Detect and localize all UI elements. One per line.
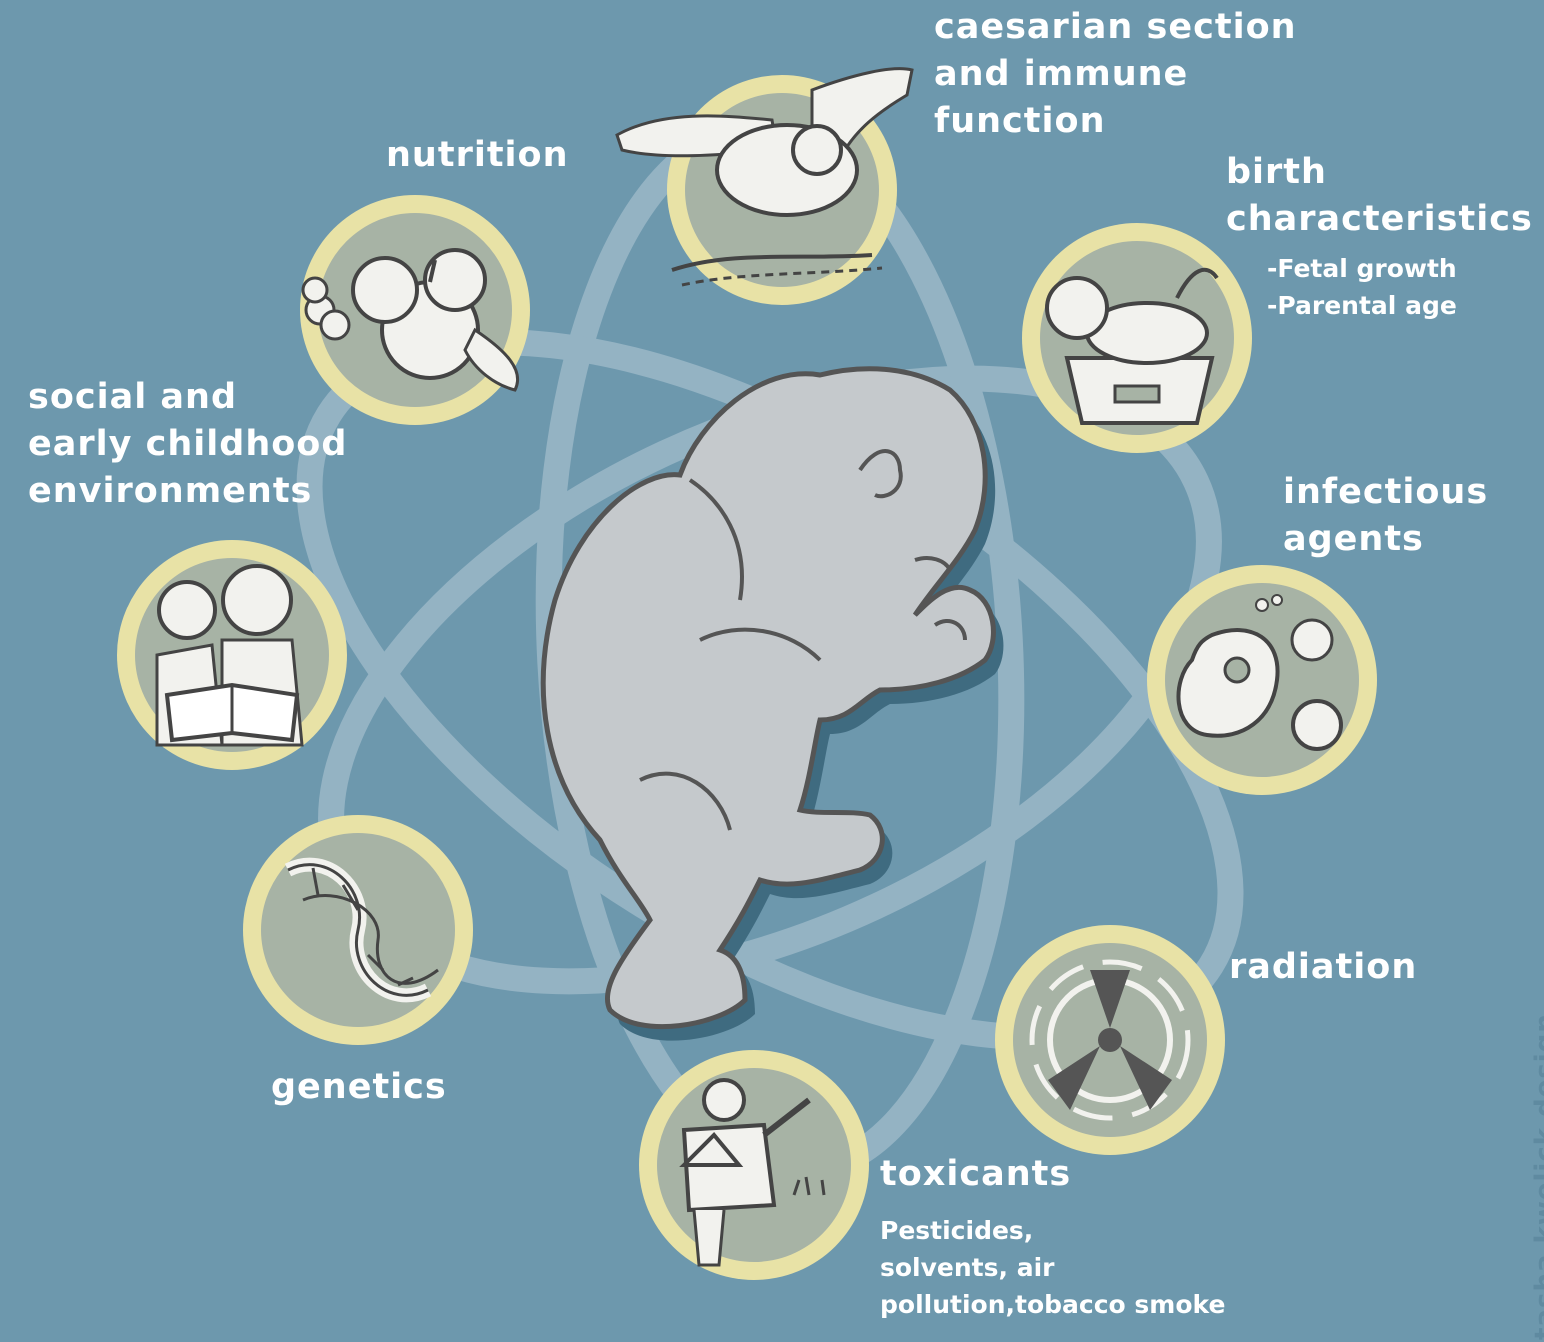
caesarian-label-line-2: and immune <box>934 51 1297 98</box>
social-label-line-1: social and <box>28 374 347 421</box>
social-environments-label: social and early childhood environments <box>28 374 347 515</box>
social-label-line-3: environments <box>28 468 347 515</box>
genetics-label-line-1: genetics <box>271 1064 447 1111</box>
caesarian-section-label: caesarian section and immune function <box>934 4 1297 145</box>
toxicants-label-line-1: toxicants <box>880 1151 1071 1198</box>
infectious-label-line-2: agents <box>1283 516 1488 563</box>
social-label-line-2: early childhood <box>28 421 347 468</box>
nutrition-label-line-1: nutrition <box>386 132 569 179</box>
radiation-label-line-1: radiation <box>1229 944 1417 991</box>
parent-child-reading-icon <box>117 540 347 770</box>
genetics-label: genetics <box>271 1064 447 1111</box>
designer-credit: tasha kwelick design <box>1530 1013 1544 1340</box>
infectious-agents-label: infectious agents <box>1283 469 1488 563</box>
nutrition-label: nutrition <box>386 132 569 179</box>
pesticide-sprayer-icon <box>639 1050 869 1280</box>
birth-label-line-2: characteristics <box>1226 196 1533 243</box>
birth-characteristics-details: -Fetal growth -Parental age <box>1267 250 1457 324</box>
toxicants-detail-2: solvents, air <box>880 1249 1225 1286</box>
caesarian-label-line-1: caesarian section <box>934 4 1297 51</box>
toxicants-detail-1: Pesticides, <box>880 1212 1225 1249</box>
birth-label-line-1: birth <box>1226 149 1533 196</box>
toxicants-detail-3: pollution,tobacco smoke <box>880 1286 1225 1323</box>
infectious-label-line-1: infectious <box>1283 469 1488 516</box>
baby-on-scale-icon <box>1022 223 1252 453</box>
toxicants-label: toxicants <box>880 1151 1071 1198</box>
radiation-symbol-icon <box>995 925 1225 1155</box>
birth-detail-1: -Fetal growth <box>1267 250 1457 287</box>
microbes-icon <box>1147 565 1377 795</box>
radiation-label: radiation <box>1229 944 1417 991</box>
toxicants-details: Pesticides, solvents, air pollution,toba… <box>880 1212 1225 1323</box>
birth-characteristics-label: birth characteristics <box>1226 149 1533 243</box>
birth-detail-2: -Parental age <box>1267 287 1457 324</box>
dna-helix-icon <box>243 815 473 1045</box>
caesarian-label-line-3: function <box>934 98 1297 145</box>
